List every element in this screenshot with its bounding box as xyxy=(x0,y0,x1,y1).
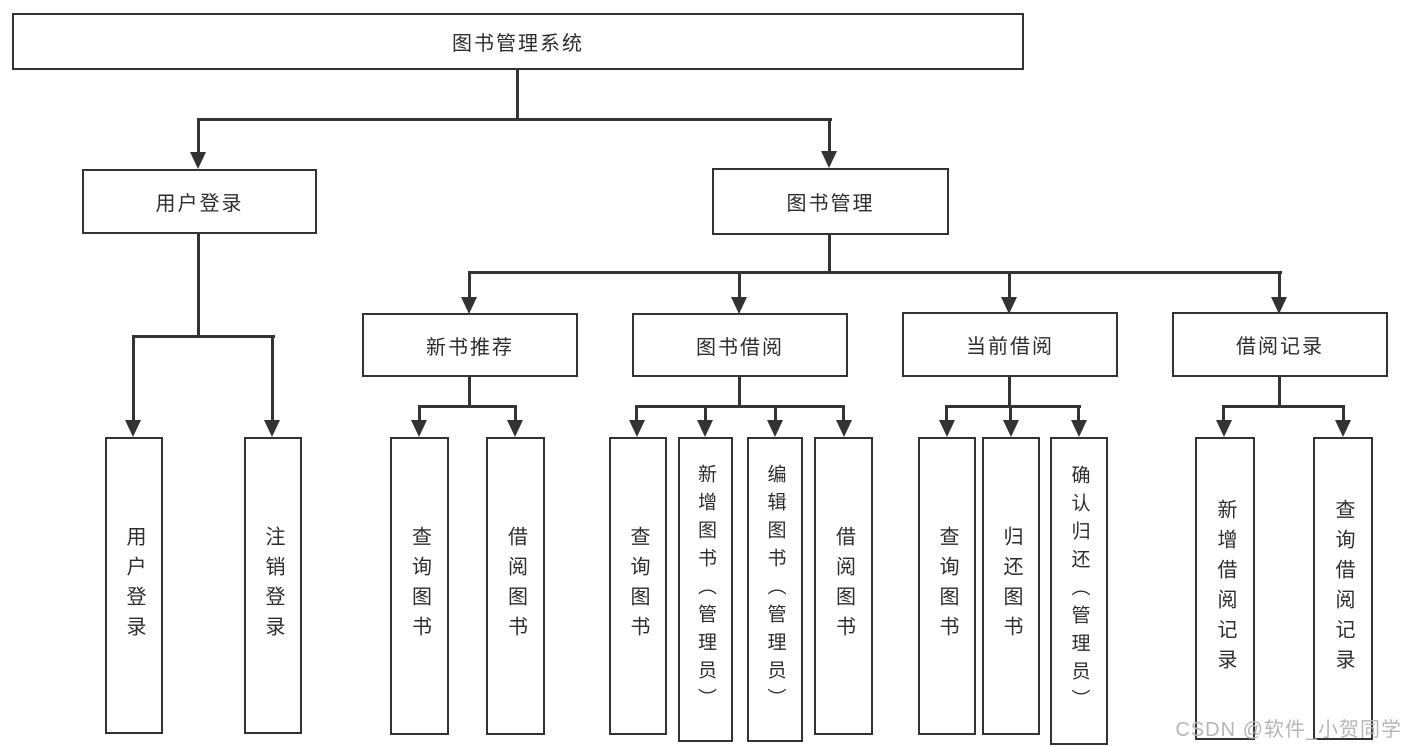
connector-drop-book-management xyxy=(828,118,831,155)
connector-user-login-vertical xyxy=(197,233,200,338)
leaf-label: 用户登录 xyxy=(123,525,145,646)
leaf-label: 借阅图书 xyxy=(504,526,527,646)
leaf-label: 借阅图书 xyxy=(832,526,855,646)
leaf-label: 查询图书 xyxy=(936,526,958,646)
arrow-down xyxy=(411,420,427,437)
leaf-label: 新增图书（管理员） xyxy=(695,463,716,716)
leaf-add-books-admin: 新增图书（管理员） xyxy=(678,437,733,742)
connector-drop xyxy=(1009,405,1012,425)
leaf-label: 归还图书 xyxy=(1000,526,1022,646)
leaf-query-books: 查询图书 xyxy=(609,437,667,735)
connector-drop xyxy=(738,271,741,301)
leaf-query-books: 查询图书 xyxy=(918,437,976,735)
leaf-user-login: 用户登录 xyxy=(105,437,163,734)
connector-drop xyxy=(132,335,135,423)
node-current-borrow: 当前借阅 xyxy=(902,312,1118,377)
connector-drop xyxy=(1342,405,1345,425)
leaf-query-borrow-record: 查询借阅记录 xyxy=(1313,437,1373,740)
leaf-borrow-books: 借阅图书 xyxy=(814,437,873,735)
connector-vertical xyxy=(1008,376,1011,408)
leaf-query-books: 查询图书 xyxy=(390,437,449,735)
connector-drop xyxy=(468,271,471,301)
leaf-borrow-books: 借阅图书 xyxy=(486,437,545,735)
arrow-down xyxy=(767,420,783,437)
leaf-add-borrow-record: 新增借阅记录 xyxy=(1195,437,1255,740)
arrow-down xyxy=(1003,420,1019,437)
connector-drop xyxy=(418,405,421,425)
arrow-down xyxy=(731,297,747,314)
leaf-confirm-return-admin: 确认归还（管理员） xyxy=(1050,437,1108,745)
connector-horizontal xyxy=(1222,405,1345,408)
arrow-down xyxy=(939,420,955,437)
connector-horizontal xyxy=(418,405,517,408)
arrow-down xyxy=(1071,420,1087,437)
connector-vertical xyxy=(468,376,471,408)
leaf-label: 确认归还（管理员） xyxy=(1068,465,1090,717)
connector-drop xyxy=(271,335,274,423)
connector-drop xyxy=(635,405,638,425)
node-user-login: 用户登录 xyxy=(82,169,317,234)
connector-horizontal xyxy=(945,405,1081,408)
connector-root-horizontal xyxy=(197,118,832,121)
connector-drop xyxy=(704,405,707,425)
arrow-down xyxy=(264,420,280,437)
connector-vertical xyxy=(738,376,741,408)
connector-book-mgmt-vertical xyxy=(828,234,831,274)
arrow-down xyxy=(461,297,477,314)
leaf-label: 新增借阅记录 xyxy=(1214,498,1236,679)
leaf-edit-books-admin: 编辑图书（管理员） xyxy=(747,437,803,742)
leaf-label: 编辑图书（管理员） xyxy=(764,463,786,716)
node-book-management: 图书管理 xyxy=(712,168,949,235)
arrow-down xyxy=(1271,297,1287,314)
connector-drop xyxy=(1008,271,1011,301)
connector-drop xyxy=(774,405,777,425)
arrow-down xyxy=(697,420,713,437)
node-book-management-system: 图书管理系统 xyxy=(12,13,1024,70)
arrow-down xyxy=(125,420,141,437)
connector-drop-user-login xyxy=(197,118,200,156)
arrow-down xyxy=(1335,420,1351,437)
node-label: 图书管理 xyxy=(786,193,875,215)
arrow-down xyxy=(507,420,523,437)
arrow-down xyxy=(821,151,837,168)
csdn-watermark: CSDN @软件_小贺同学 xyxy=(1175,719,1402,741)
node-label: 用户登录 xyxy=(155,193,244,215)
leaf-label: 查询借阅记录 xyxy=(1332,498,1354,679)
connector-user-login-horizontal xyxy=(132,335,275,338)
connector-horizontal xyxy=(635,405,844,408)
connector-vertical xyxy=(1278,376,1281,408)
connector-root-vertical xyxy=(516,69,519,118)
arrow-down xyxy=(190,152,206,169)
leaf-label: 查询图书 xyxy=(408,526,431,646)
node-label: 图书借阅 xyxy=(696,336,784,359)
node-label: 图书管理系统 xyxy=(452,33,584,55)
arrow-down xyxy=(629,420,645,437)
connector-drop xyxy=(1222,405,1225,425)
connector-book-mgmt-horizontal xyxy=(468,271,1282,274)
node-book-borrow: 图书借阅 xyxy=(632,313,848,377)
node-borrow-records: 借阅记录 xyxy=(1172,312,1388,377)
leaf-label: 查询图书 xyxy=(627,526,649,646)
leaf-label: 注销登录 xyxy=(262,525,284,646)
node-label: 新书推荐 xyxy=(426,336,514,359)
arrow-down xyxy=(1216,420,1232,437)
connector-drop xyxy=(945,405,948,425)
connector-drop xyxy=(842,405,845,425)
leaf-logout: 注销登录 xyxy=(244,437,302,734)
arrow-down xyxy=(1001,297,1017,314)
node-label: 当前借阅 xyxy=(966,336,1054,358)
connector-drop xyxy=(1077,405,1080,425)
node-label: 借阅记录 xyxy=(1236,336,1324,358)
connector-drop xyxy=(514,405,517,425)
arrow-down xyxy=(836,420,852,437)
leaf-return-books: 归还图书 xyxy=(982,437,1040,735)
node-new-book-recommend: 新书推荐 xyxy=(362,313,578,377)
connector-drop xyxy=(1278,271,1281,301)
